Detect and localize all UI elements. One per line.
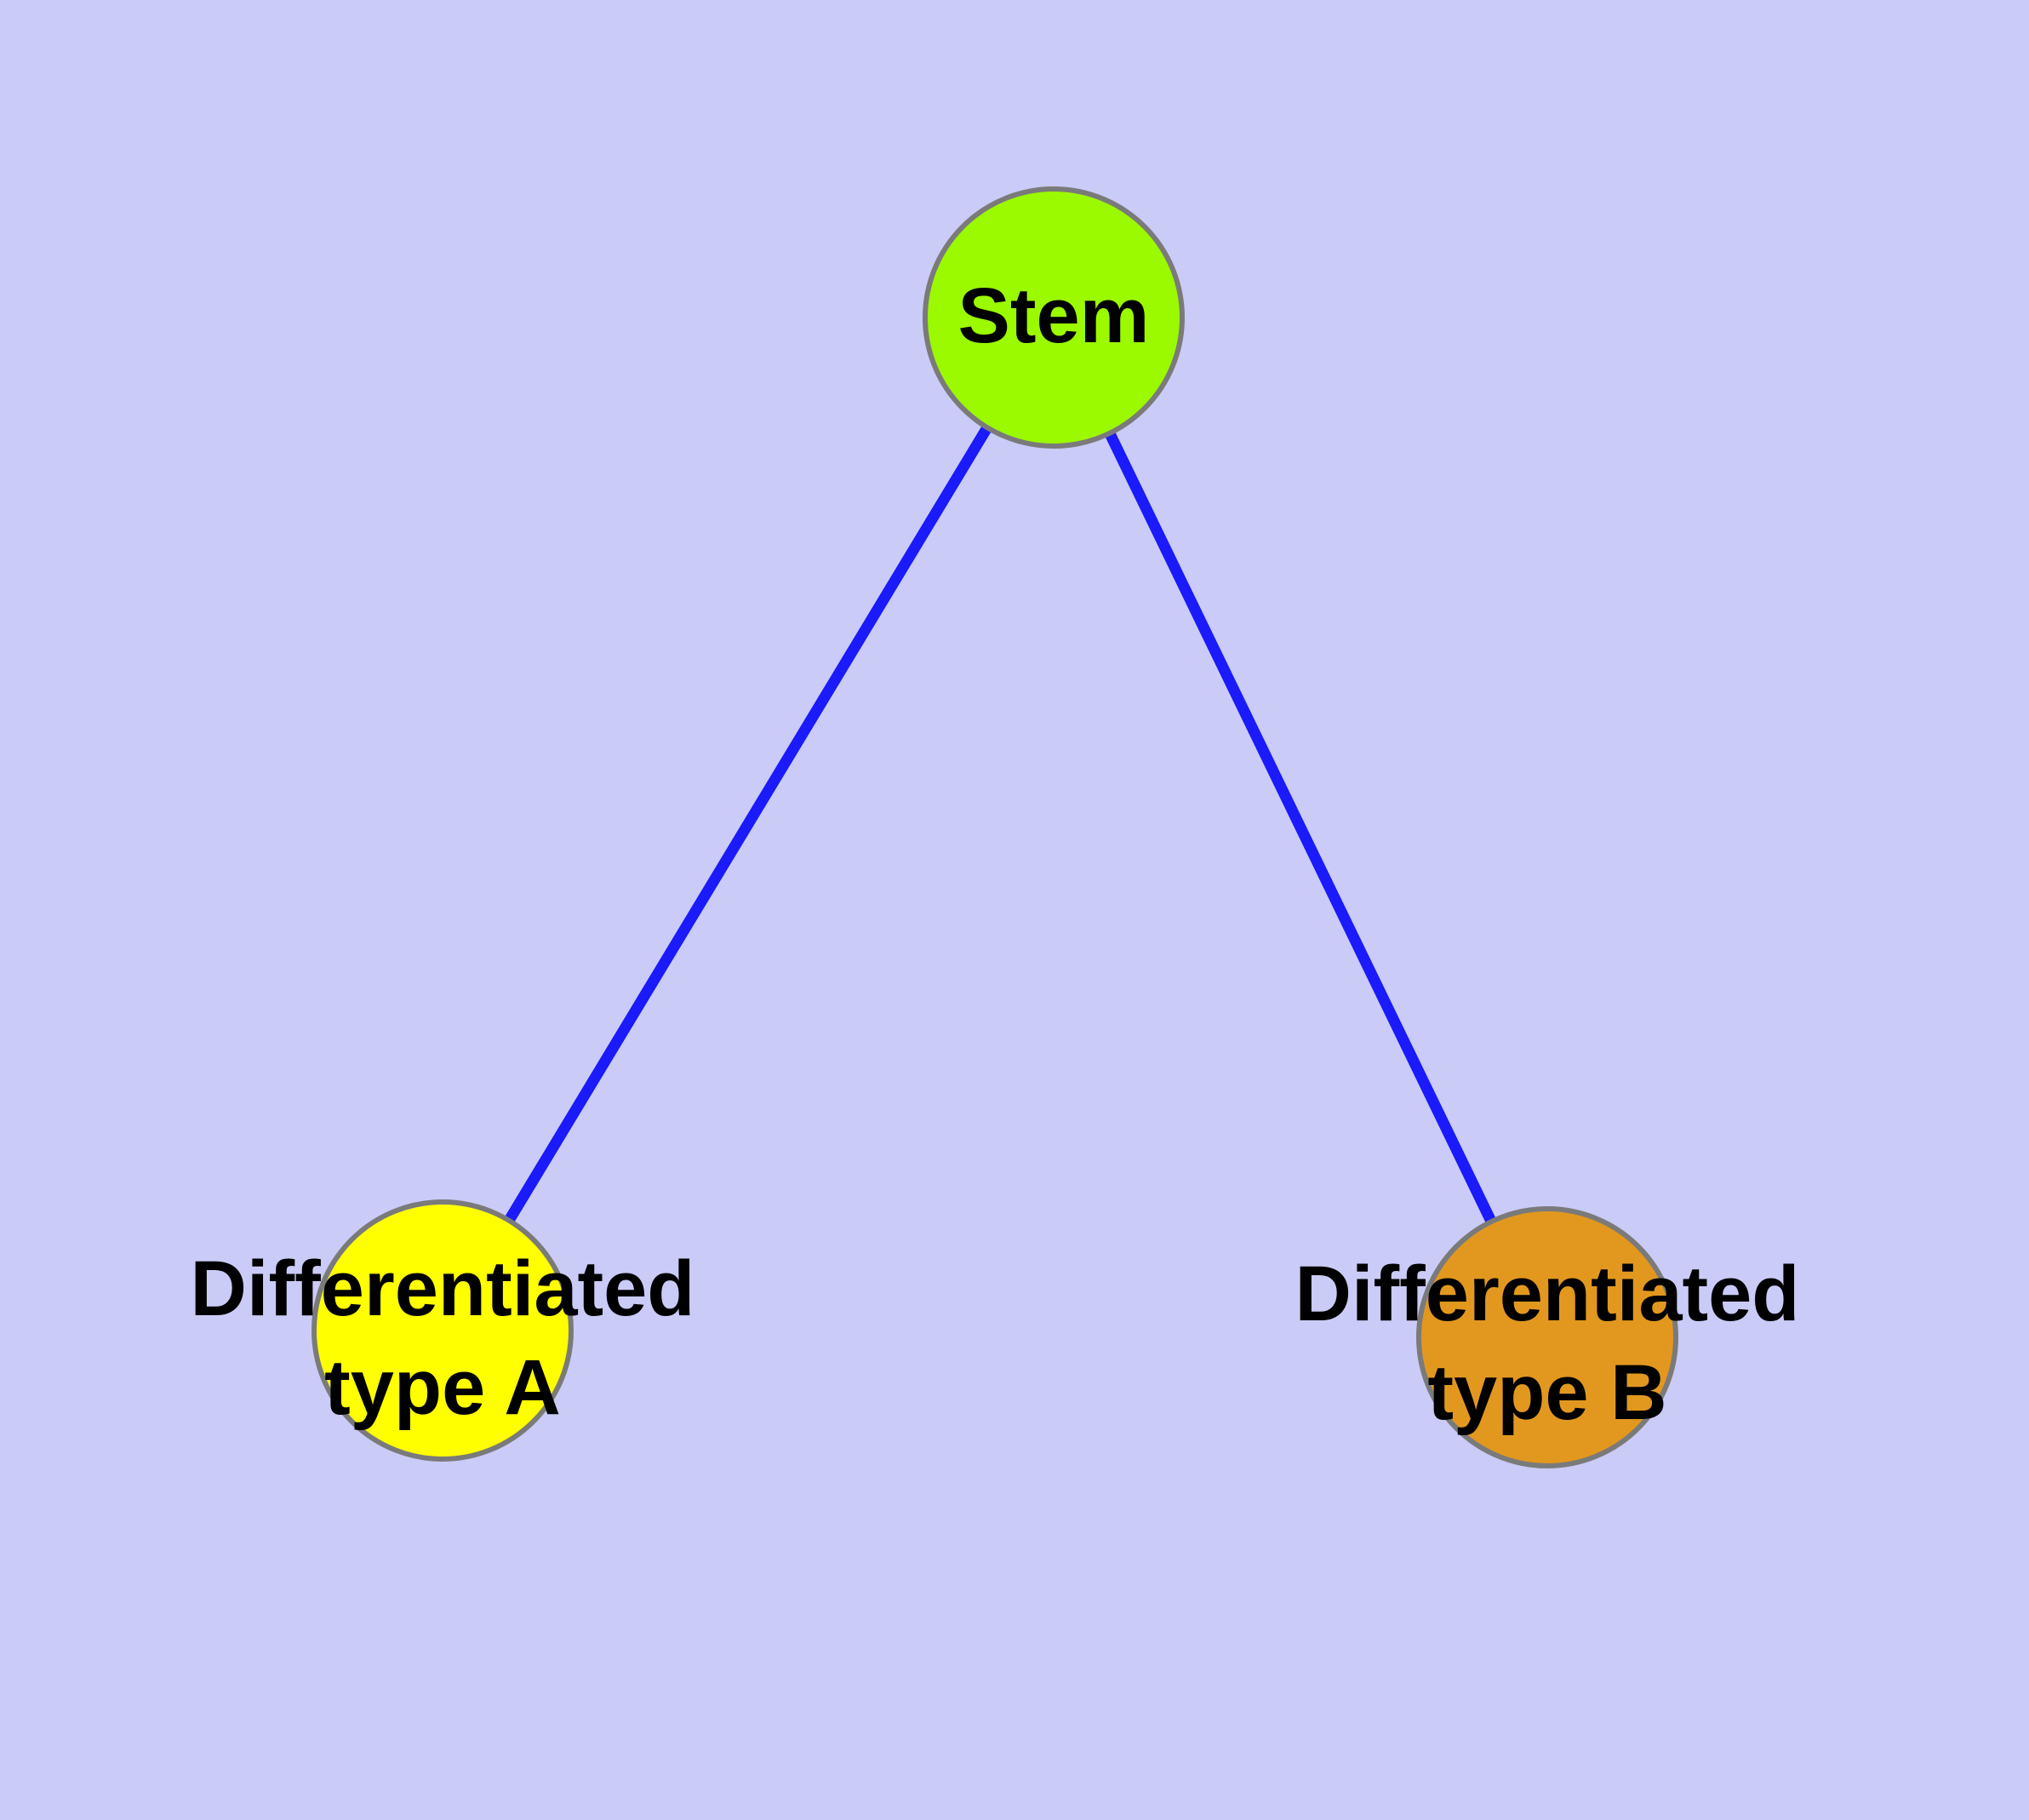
edge-stem-to-type-a (437, 314, 1059, 1334)
node-label-type-b: Differentiated type B (1295, 1251, 1800, 1436)
edge-stem-to-type-b (1049, 315, 1552, 1340)
node-stem-circle (923, 186, 1185, 449)
node-type-a-circle (311, 1199, 574, 1462)
node-label-type-a: Differentiated type A (190, 1245, 695, 1431)
node-type-b-circle (1416, 1206, 1678, 1468)
node-label-stem: Stem (957, 272, 1150, 359)
